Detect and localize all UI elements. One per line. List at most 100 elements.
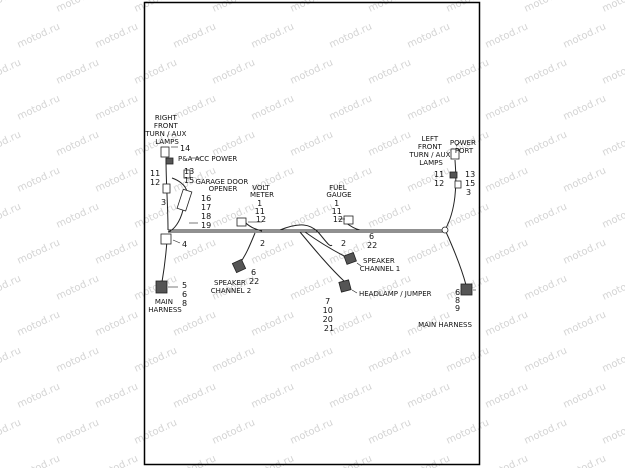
mh-left-connector [155,280,168,294]
callout-rf-11-12: 11 12 [150,169,163,187]
mh-left-wire [161,239,168,283]
watermark-text: motod.ru [601,201,625,230]
watermark-text: motod.ru [0,345,23,374]
watermark-text: motod.ru [94,237,140,266]
watermark-text: motod.ru [484,21,530,50]
watermark-text: motod.ru [172,381,218,410]
watermark-text: motod.ru [16,381,62,410]
watermark-text: motod.ru [484,453,530,468]
watermark-text: motod.ru [0,129,23,158]
watermark-text: motod.ru [562,21,608,50]
watermark-text: motod.ru [55,0,101,15]
label-main-harness-right: MAIN HARNESS [418,321,472,329]
watermark-text: motod.ru [484,381,530,410]
callout-mh-right: 6 8 9 [455,288,463,313]
lf-branch-wire [444,159,457,231]
callout-vm: 1 11 12 [255,199,268,224]
watermark-text: motod.ru [94,165,140,194]
watermark-text: motod.ru [0,417,23,446]
watermark-text: motod.ru [250,21,296,50]
junction-connector-4 [160,233,172,245]
vm-connector [236,217,247,227]
watermark-text: motod.ru [523,129,569,158]
watermark-text: motod.ru [289,345,335,374]
watermark-text: motod.ru [562,381,608,410]
watermark-text: motod.ru [562,453,608,468]
label-power-port: POWER PORT [450,139,478,155]
watermark-text: motod.ru [523,417,569,446]
watermark-text: motod.ru [55,417,101,446]
watermark-text: motod.ru [94,21,140,50]
leader-4 [172,239,181,244]
watermark-text: motod.ru [523,273,569,302]
headlamp-wire [299,231,346,283]
gdo-wire [167,209,184,233]
watermark-text: motod.ru [601,345,625,374]
label-pa-acc-power: P&A ACC POWER [178,155,237,163]
connectors [155,146,473,296]
watermark-text: motod.ru [367,273,413,302]
watermark-text: motod.ru [172,453,218,468]
watermark-text: motod.ru [367,57,413,86]
watermark-text: motod.ru [601,417,625,446]
watermark-text: motod.ru [523,57,569,86]
label-speaker-ch1: SPEAKER CHANNEL 1 [360,257,400,273]
callout-rf-14: 14 [180,144,190,153]
watermark-text: motod.ru [484,237,530,266]
watermark-text: motod.ru [250,93,296,122]
watermark-text: motod.ru [406,237,452,266]
label-left-front: LEFT FRONT TURN / AUX LAMPS [408,135,452,167]
watermark-text: motod.ru [367,417,413,446]
rf-sub-connector [162,183,171,194]
watermark-text: motod.ru [55,201,101,230]
watermark-text: motod.ru [601,57,625,86]
watermark-text: motod.ru [523,345,569,374]
leader-sc1 [356,262,362,267]
watermark-text: motod.ru [172,21,218,50]
rf-lamp-connector [160,146,170,158]
watermark-text: motod.ru [0,273,23,302]
label-speaker-ch2: SPEAKER CHANNEL 2 [211,279,251,295]
callout-lf-13-15: 13 15 [465,170,478,188]
lf-junction [441,226,449,234]
watermark-text: motod.ru [0,57,23,86]
watermark-text: motod.ru [484,93,530,122]
label-fuel-gauge: FUEL GAUGE [326,184,351,199]
watermark-text: motod.ru [211,417,257,446]
watermark-text: motod.ru [16,237,62,266]
watermark-text: motod.ru [16,165,62,194]
label-main-harness-left: MAIN HARNESS [148,298,182,314]
watermark-text: motod.ru [94,93,140,122]
callout-lf-11-12: 11 12 [434,170,447,188]
labels: RIGHT FRONT TURN / AUX LAMPS 14 P&A ACC … [144,114,478,333]
watermark-text: motod.ru [445,201,491,230]
watermark-text: motod.ru [562,93,608,122]
watermark-text: motod.ru [55,345,101,374]
pa-acc-connector [183,169,191,179]
leader-headlamp [351,289,358,294]
watermark-text: motod.ru [289,129,335,158]
watermark-text: motod.ru [0,201,23,230]
watermark-text: motod.ru [562,165,608,194]
callout-mh-left: 5 6 8 [182,281,190,308]
watermark-text: motod.ru [328,21,374,50]
headlamp-connector [338,279,352,293]
watermark-text: motod.ru [367,201,413,230]
watermark-text: motod.ru [133,417,179,446]
watermark-text: motod.ru [0,0,23,15]
watermark-text: motod.ru [211,57,257,86]
rf-lamp-connector-b [165,157,174,165]
watermark-text: motod.ru [289,201,335,230]
watermark-text: motod.ru [601,129,625,158]
callout-rf-4: 4 [182,240,187,249]
watermark-text: motod.ru [601,0,625,15]
watermark-text: motod.ru [250,381,296,410]
lf-sub-connector [449,171,458,179]
watermark-text: motod.ru [250,237,296,266]
sc2-connector [231,258,247,274]
watermark-text: motod.ru [445,417,491,446]
callout-sc1: 6 22 [367,232,377,250]
callout-gdo: 16 17 18 19 [201,194,214,230]
label-volt-meter: VOLT METER [250,184,274,199]
